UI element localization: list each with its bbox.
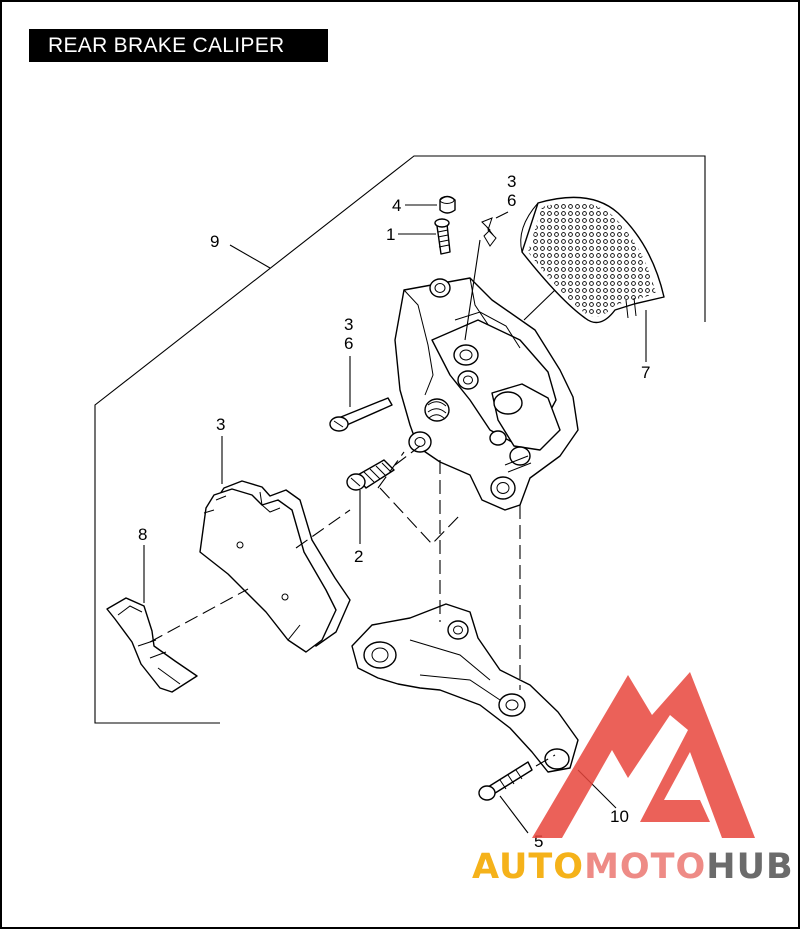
callout-6-clip: 6 bbox=[507, 191, 516, 210]
watermark-text-moto: MOTO bbox=[584, 847, 706, 887]
caliper-heat-shield bbox=[520, 196, 665, 324]
callout-3-pad: 3 bbox=[216, 415, 225, 434]
caliper-mounting-bracket bbox=[351, 603, 579, 773]
callout-2: 2 bbox=[354, 547, 363, 566]
callout-9: 9 bbox=[210, 232, 219, 251]
callout-8: 8 bbox=[138, 525, 147, 544]
callout-1: 1 bbox=[386, 225, 395, 244]
callout-7: 7 bbox=[641, 363, 650, 382]
brake-pad-assembly bbox=[199, 480, 351, 653]
callout-3-pin: 3 bbox=[344, 315, 353, 334]
bleeder-cap bbox=[439, 195, 456, 214]
svg-text:AUTOMOTOHUB: AUTOMOTOHUB bbox=[472, 847, 794, 887]
callout-5: 5 bbox=[534, 832, 543, 851]
diagram-title: REAR BRAKE CALIPER bbox=[29, 29, 328, 62]
caliper-body bbox=[394, 277, 579, 511]
assembly-dashed-lines bbox=[149, 445, 556, 767]
watermark-logo bbox=[532, 672, 755, 838]
pad-retaining-clip bbox=[481, 217, 497, 247]
callout-3-clip: 3 bbox=[507, 172, 516, 191]
bleeder-valve bbox=[434, 218, 451, 255]
caliper-mounting-bolt bbox=[346, 459, 395, 491]
group-9-bracket bbox=[94, 155, 706, 724]
watermark-text-hub: HUB bbox=[706, 847, 793, 887]
callout-4: 4 bbox=[392, 196, 401, 215]
watermark-text-auto: AUTO bbox=[472, 847, 584, 887]
bracket-mounting-bolt bbox=[478, 761, 533, 801]
callout-6-pin: 6 bbox=[344, 334, 353, 353]
pad-spring-clip bbox=[106, 597, 198, 693]
pad-pin bbox=[329, 397, 393, 432]
watermark-logo-icon bbox=[532, 672, 755, 838]
callout-10: 10 bbox=[610, 807, 629, 826]
